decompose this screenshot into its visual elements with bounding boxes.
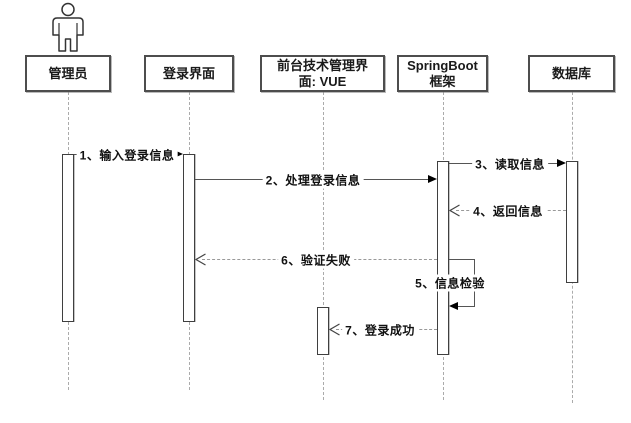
message-5-loop-top-line (449, 259, 475, 260)
message-2-arrowhead-icon (428, 175, 437, 183)
activation-bar-database (566, 161, 578, 283)
message-7-label: 7、登录成功 (342, 321, 418, 339)
participant-label: 框架 (429, 73, 456, 89)
message-6-arrowhead-icon (195, 253, 206, 266)
message-7-arrowhead-icon (329, 323, 340, 336)
participant-box-vue-ui: 前台技术管理界 面: VUE (260, 55, 385, 92)
message-4-arrowhead-icon (449, 204, 460, 217)
participant-box-admin: 管理员 (25, 55, 111, 92)
participant-label: 前台技术管理界 (276, 57, 368, 73)
participant-box-springboot: SpringBoot 框架 (397, 55, 488, 92)
message-2-label: 2、处理登录信息 (262, 171, 364, 189)
message-3-label: 3、读取信息 (472, 155, 548, 173)
participant-label: SpringBoot (407, 57, 478, 73)
participant-label: 管理员 (48, 65, 88, 81)
lifeline-vue-ui (322, 92, 324, 400)
message-1-label: 1、输入登录信息 (76, 146, 178, 164)
activation-bar-admin (62, 154, 74, 322)
message-5-arrowhead-icon (449, 302, 458, 310)
message-3-arrowhead-icon (557, 159, 566, 167)
actor-person-icon (52, 2, 84, 52)
message-5-loop-bottom-line (458, 306, 475, 307)
participant-box-database: 数据库 (528, 55, 615, 92)
message-4-label: 4、返回信息 (470, 202, 546, 220)
participant-label: 数据库 (551, 65, 591, 81)
activation-bar-springboot (437, 161, 449, 355)
message-1-arrowhead-icon (174, 150, 183, 158)
activation-bar-vue-ui (317, 307, 329, 355)
participant-label: 面: VUE (298, 73, 347, 89)
activation-bar-login-ui (183, 154, 195, 322)
participant-box-login-ui: 登录界面 (144, 55, 234, 92)
participant-label: 登录界面 (162, 65, 215, 81)
message-5-label: 5、信息检验 (412, 274, 488, 292)
message-6-label: 6、验证失败 (278, 251, 354, 269)
